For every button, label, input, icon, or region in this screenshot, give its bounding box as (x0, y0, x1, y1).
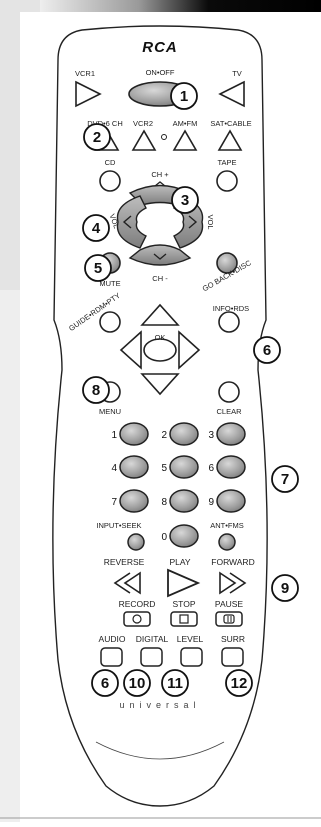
surr-label: SURR (221, 634, 245, 644)
callout-8-text: 8 (92, 382, 100, 399)
callout-9-text: 9 (281, 580, 289, 597)
audio-label: AUDIO (99, 634, 126, 644)
digit-4-label: 4 (111, 463, 117, 474)
input-seek-label: INPUT•SEEK (96, 521, 141, 530)
clear-button[interactable] (219, 382, 239, 402)
play-label: PLAY (169, 557, 190, 567)
digit-3-button[interactable] (217, 423, 245, 445)
digit-7-button[interactable] (120, 490, 148, 512)
amfm-label: AM•FM (173, 119, 198, 128)
digit-5-button[interactable] (170, 456, 198, 478)
digit-8-label: 8 (161, 497, 167, 508)
reverse-label: REVERSE (104, 557, 145, 567)
vcr2-label: VCR2 (133, 119, 153, 128)
callout-11-text: 11 (167, 675, 183, 692)
digit-5-label: 5 (161, 463, 167, 474)
record-button[interactable] (124, 612, 150, 626)
callout-12-text: 12 (231, 675, 248, 692)
digit-0-button[interactable] (170, 525, 198, 547)
ch-minus-label: CH - (152, 274, 168, 283)
guide-button[interactable] (100, 312, 120, 332)
left-shade-bottom (0, 290, 20, 822)
vol-right-label: VOL (206, 214, 215, 229)
digit-4-button[interactable] (120, 456, 148, 478)
brand-logo: RCA (142, 39, 178, 56)
forward-label: FORWARD (211, 557, 254, 567)
clear-label: CLEAR (216, 407, 242, 416)
callout-4-text: 4 (92, 220, 101, 237)
satcable-label: SAT•CABLE (210, 119, 251, 128)
stop-button[interactable] (171, 612, 197, 626)
digit-9-button[interactable] (217, 490, 245, 512)
top-gradient-bar (40, 0, 321, 12)
digit-2-label: 2 (161, 430, 167, 441)
callout-6b-text: 6 (101, 675, 109, 692)
level-button[interactable] (181, 648, 202, 666)
menu-label: MENU (99, 407, 121, 416)
pause-label: PAUSE (215, 599, 244, 609)
digit-7-label: 7 (111, 497, 117, 508)
surr-button[interactable] (222, 648, 243, 666)
digit-8-button[interactable] (170, 490, 198, 512)
callout-10-text: 10 (129, 675, 146, 692)
callout-3-text: 3 (181, 192, 189, 209)
ant-fms-button[interactable] (219, 534, 235, 550)
indicator-light (162, 135, 167, 140)
digit-6-button[interactable] (217, 456, 245, 478)
tape-label: TAPE (217, 158, 236, 167)
ok-button[interactable] (144, 339, 176, 361)
callout-7-text: 7 (281, 471, 289, 488)
digit-9-label: 9 (208, 497, 214, 508)
callout-6-text: 6 (263, 342, 271, 359)
cd-label: CD (105, 158, 116, 167)
vcr1-label: VCR1 (75, 69, 95, 78)
digital-button[interactable] (141, 648, 162, 666)
callout-2-text: 2 (93, 129, 101, 146)
digit-1-button[interactable] (120, 423, 148, 445)
pause-button[interactable] (216, 612, 242, 626)
digit-1-label: 1 (111, 430, 117, 441)
ch-plus-label: CH + (151, 170, 169, 179)
ant-fms-label: ANT•FMS (210, 521, 243, 530)
digit-6-label: 6 (208, 463, 214, 474)
digit-2-button[interactable] (170, 423, 198, 445)
cd-button[interactable] (100, 171, 120, 191)
digital-label: DIGITAL (136, 634, 169, 644)
on-off-label: ON•OFF (146, 68, 175, 77)
callout-5-text: 5 (94, 260, 102, 277)
callout-1-text: 1 (180, 88, 188, 105)
tape-button[interactable] (217, 171, 237, 191)
ok-label: OK (155, 333, 166, 342)
digit-0-label: 0 (161, 532, 167, 543)
audio-button[interactable] (101, 648, 122, 666)
universal-label: universal (119, 700, 200, 710)
info-button[interactable] (219, 312, 239, 332)
level-label: LEVEL (177, 634, 204, 644)
stop-label: STOP (173, 599, 196, 609)
record-label: RECORD (119, 599, 156, 609)
tv-label: TV (232, 69, 242, 78)
input-seek-button[interactable] (128, 534, 144, 550)
digit-3-label: 3 (208, 430, 214, 441)
